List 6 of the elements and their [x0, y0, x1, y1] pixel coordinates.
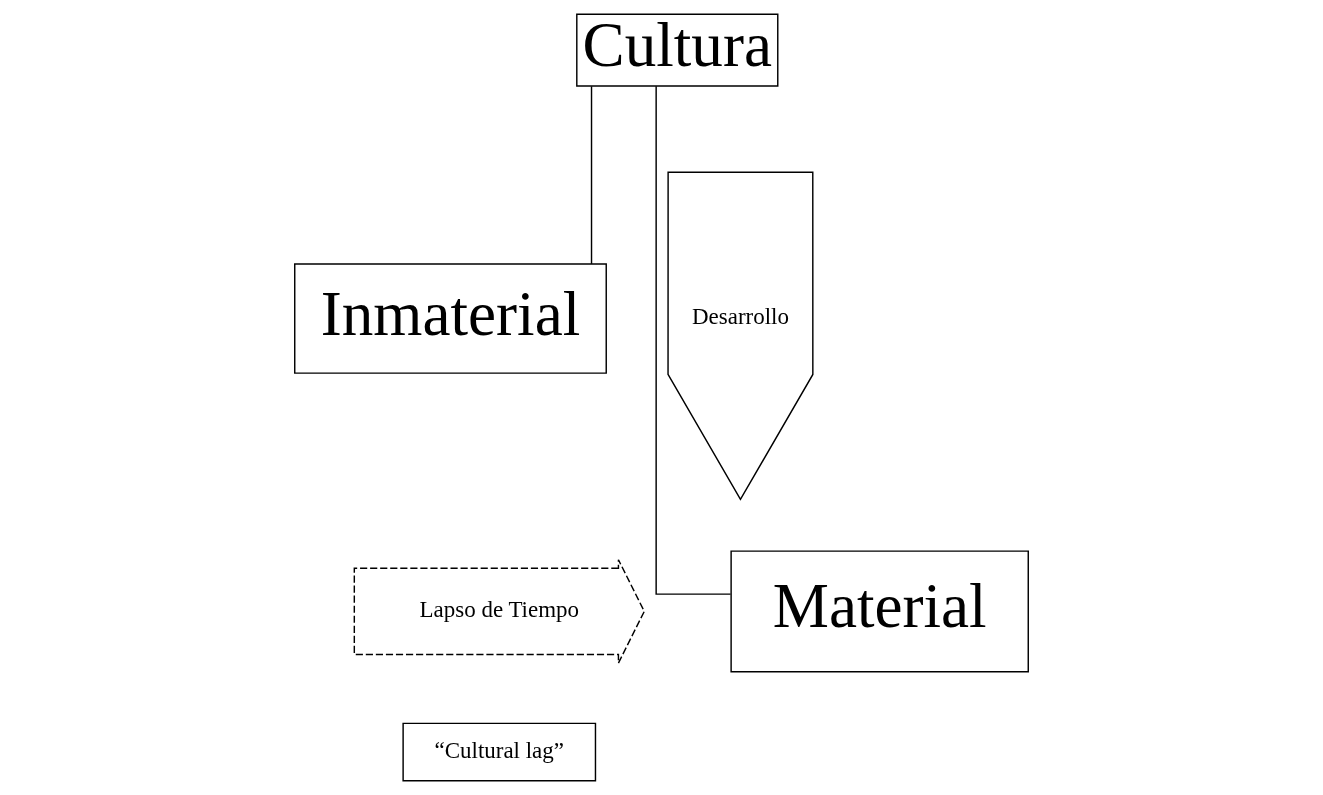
- node-box: Cultura: [576, 13, 779, 87]
- connector: [655, 85, 732, 595]
- connector: [590, 85, 593, 265]
- node-box: Material: [730, 550, 1029, 673]
- node-box: Inmaterial: [294, 263, 607, 374]
- node-box: “Cultural lag”: [402, 722, 597, 782]
